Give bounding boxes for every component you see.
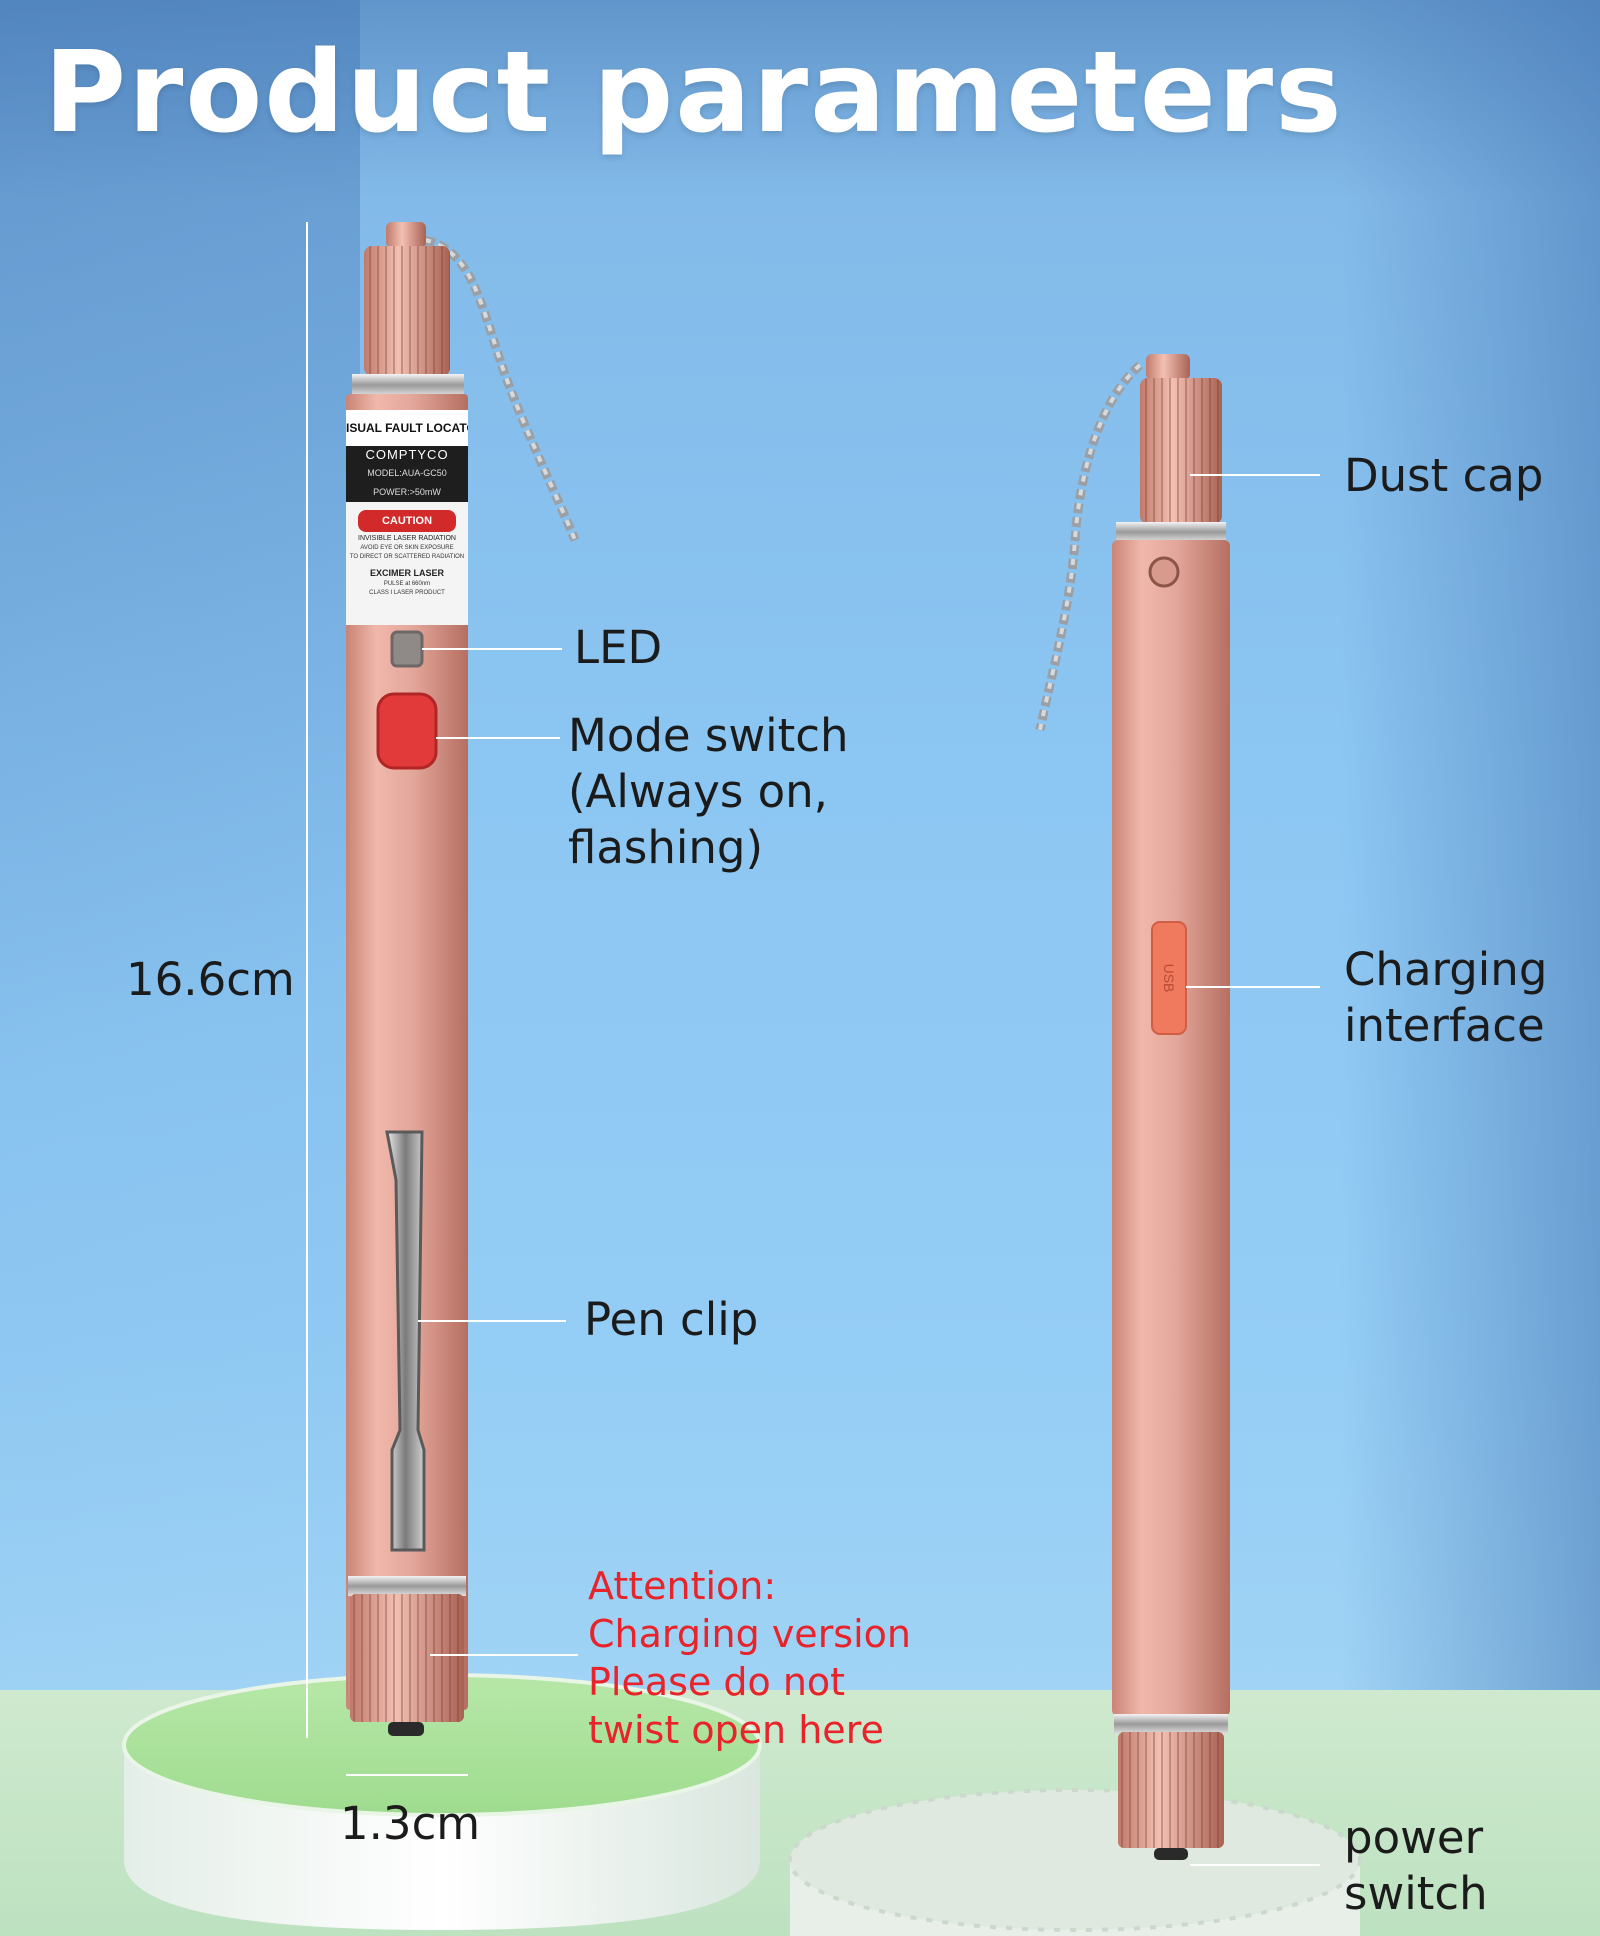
label-line-10: CLASS I LASER PRODUCT [369, 590, 445, 596]
pen-label-text: ISUAL FAULT LOCATOR COMPTYCO MODEL:AUA-G… [346, 410, 468, 625]
mode-switch-callout: Mode switch (Always on, flashing) [568, 709, 849, 874]
attention-callout: Attention: Charging version Please do no… [588, 1564, 911, 1752]
dust-cap-callout: Dust cap [1344, 449, 1544, 502]
led-leader-line [422, 648, 562, 650]
dust-cap-leader-line [1190, 474, 1320, 476]
mode-switch-leader-line [436, 737, 560, 739]
diameter-dimension-label: 1.3cm [340, 1797, 481, 1850]
page-title: Product parameters [44, 28, 1344, 158]
charging-interface-leader-line [1186, 986, 1320, 988]
key-chain [1035, 361, 1144, 731]
background-shade-left [0, 0, 360, 1700]
power-switch-leader-line [1190, 1864, 1320, 1866]
led-indicator [390, 630, 424, 668]
usb-charging-port [1151, 921, 1187, 1035]
label-caution: CAUTION [381, 515, 433, 527]
power-switch-callout: power switch [1344, 1811, 1488, 1920]
label-line-7: TO DIRECT OR SCATTERED RADIATION [349, 554, 465, 560]
length-dimension-line [306, 222, 308, 1738]
label-brand: COMPTYCO [365, 447, 449, 462]
left-podium [122, 1673, 762, 1930]
diameter-dimension-line [346, 1774, 468, 1776]
left-pen [346, 222, 580, 1736]
usb-port-label: USB [1161, 963, 1177, 993]
label-line-5: INVISIBLE LASER RADIATION [358, 535, 456, 542]
label-line-1: ISUAL FAULT LOCATOR [346, 421, 468, 435]
background-shade-right [1340, 0, 1600, 1936]
right-pen [1035, 354, 1230, 1860]
label-line-9: PULSE at 660nm [383, 581, 431, 587]
length-dimension-label: 16.6cm [126, 953, 295, 1006]
pen-clip-leader-line [418, 1320, 566, 1322]
led-callout: LED [574, 621, 663, 674]
right-pen-body [1112, 540, 1230, 1716]
label-model: MODEL:AUA-GC50 [367, 468, 447, 478]
pen-clip-callout: Pen clip [584, 1293, 759, 1346]
label-line-6: AVOID EYE OR SKIN EXPOSURE [360, 545, 454, 551]
pen-clip [385, 1130, 426, 1552]
attention-leader-line [430, 1654, 578, 1656]
charging-interface-callout: Charging interface [1344, 943, 1548, 1052]
mode-switch-button [376, 692, 438, 770]
label-line-8: EXCIMER LASER [369, 568, 444, 578]
right-podium [788, 1788, 1362, 1936]
label-power: POWER:>50mW [373, 487, 441, 497]
